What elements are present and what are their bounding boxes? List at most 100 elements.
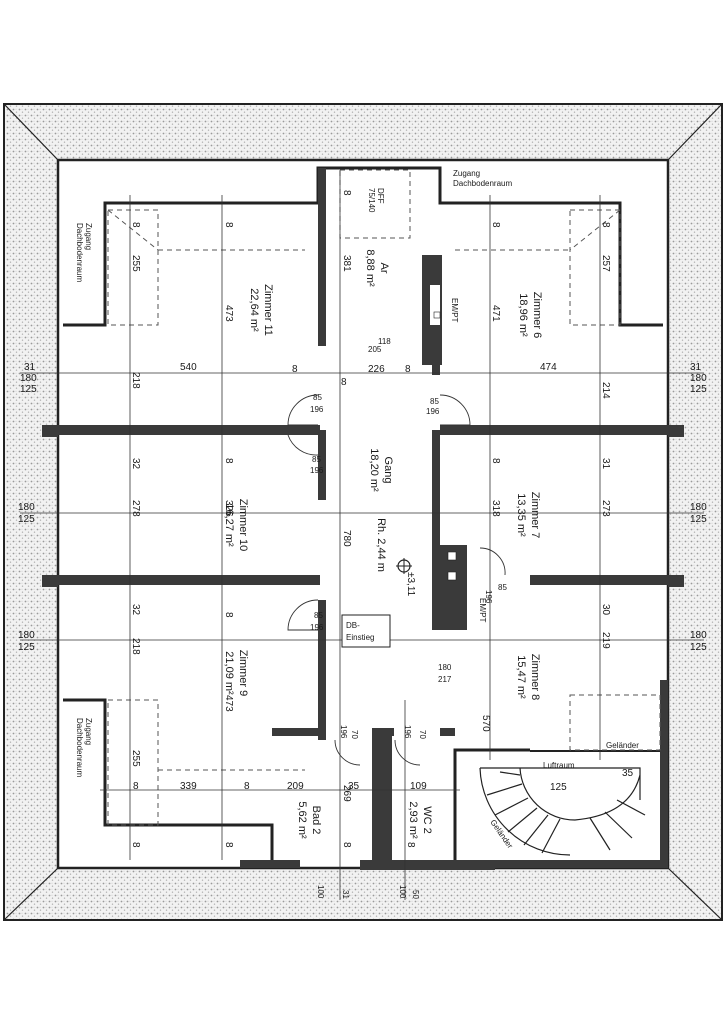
dim-180l3: 180 (18, 630, 35, 641)
dim-318: 318 (490, 500, 501, 517)
dim-570: 570 (480, 715, 491, 732)
room-zimmer7-area: 13,35 m² (515, 493, 527, 537)
label-zugang-left: Zugang (84, 223, 93, 250)
dim-31r: 31 (690, 362, 702, 373)
dim-219: 219 (600, 632, 611, 649)
label-dachbodenraum-top: Dachbodenraum (453, 179, 512, 188)
room-gang-rh: Rh. 2,44 m (375, 518, 387, 572)
dim-255b: 255 (130, 750, 141, 767)
dim-780: 780 (341, 530, 352, 547)
label-empt-1: EM/PT (450, 298, 459, 323)
room-zimmer8-name: Zimmer 8 (529, 654, 541, 700)
dim-35: 35 (348, 781, 360, 792)
dim-125b: 125 (550, 782, 567, 793)
dim-door196b: 196 (426, 407, 440, 416)
dim-473b: 473 (223, 695, 234, 712)
label-dachbodenraum-left2: Dachbodenraum (75, 718, 84, 777)
label-zugang-top: Zugang (453, 169, 480, 178)
dim-474: 474 (540, 362, 557, 373)
dim-540: 540 (180, 362, 197, 373)
label-luftraum: Luftraum (543, 761, 575, 770)
dim-31bot: 31 (341, 890, 350, 899)
dim-180c: 180 (438, 663, 452, 672)
dim-218b: 218 (130, 638, 141, 655)
room-zimmer11-area: 22,64 m² (248, 288, 260, 332)
dim-180r2: 180 (690, 502, 707, 513)
room-zimmer11-name: Zimmer 11 (262, 284, 274, 336)
dim-door85c: 85 (312, 455, 321, 464)
dim-35b: 35 (622, 768, 634, 779)
dim-8-11: 8 (341, 842, 352, 848)
dim-100a: 100 (316, 885, 325, 899)
dim-70b: 70 (418, 730, 427, 739)
dim-8a: 8 (292, 364, 298, 375)
label-dachbodenraum-left: Dachbodenraum (75, 223, 84, 282)
dim-8c: 8 (405, 364, 411, 375)
dim-118: 118 (378, 337, 391, 346)
dim-100b: 100 (398, 885, 407, 899)
horizontal-dims: 540 474 226 8 8 8 31 180 125 31 180 125 … (18, 337, 707, 899)
room-gang-area: 18,20 m² (368, 448, 380, 492)
room-bad2-area: 5,62 m² (296, 801, 308, 839)
dim-278: 278 (130, 500, 141, 517)
dim-473a: 473 (223, 305, 234, 322)
dim-326: 326 (223, 500, 234, 517)
dim-8d: 8 (133, 781, 139, 792)
label-einstieg: Einstieg (346, 633, 374, 642)
dim-226: 226 (368, 364, 385, 375)
dim-125r2: 125 (690, 514, 707, 525)
dim-door196a: 196 (310, 405, 324, 414)
dim-8-1: 8 (130, 222, 141, 228)
dim-471: 471 (490, 305, 501, 322)
vertical-dims: 255 473 381 471 257 218 214 32 278 326 7… (130, 190, 611, 848)
dim-217: 217 (438, 675, 452, 684)
room-zimmer6-name: Zimmer 6 (531, 292, 543, 338)
dim-255a: 255 (130, 255, 141, 272)
dim-269: 269 (341, 785, 352, 802)
dim-209: 209 (287, 781, 304, 792)
dim-50: 50 (411, 890, 420, 899)
dim-8-9: 8 (130, 842, 141, 848)
room-zimmer9-name: Zimmer 9 (237, 650, 249, 696)
dim-8-4: 8 (490, 222, 501, 228)
dim-door85a: 85 (313, 393, 322, 402)
floor-interior (56, 158, 670, 870)
dim-180l2: 180 (18, 502, 35, 513)
dim-8-12: 8 (405, 842, 416, 848)
dim-8-10: 8 (223, 842, 234, 848)
dim-70a: 70 (350, 730, 359, 739)
room-labels: Ar 8,88 m² Zimmer 11 22,64 m² Zimmer 6 1… (223, 249, 543, 839)
dim-32b: 32 (130, 604, 141, 616)
dim-door85d: 85 (314, 611, 323, 620)
dim-381: 381 (341, 255, 352, 272)
dim-214: 214 (600, 382, 611, 399)
dim-196f: 196 (339, 725, 348, 739)
doors (287, 394, 506, 766)
room-wc2-name: WC 2 (421, 806, 433, 834)
dim-8e: 8 (244, 781, 250, 792)
dim-125l2: 125 (18, 514, 35, 525)
dim-205: 205 (368, 345, 382, 354)
dim-30: 30 (600, 604, 611, 616)
db-einstieg-box (341, 614, 391, 648)
elevation-marker (396, 558, 412, 574)
room-bad2-name: Bad 2 (310, 806, 322, 835)
label-gelaender: Geländer (606, 741, 639, 750)
dim-8-5: 8 (600, 222, 611, 228)
dim-8b: 8 (341, 377, 347, 388)
label-dff-size: 75/140 (367, 188, 376, 213)
dim-125r: 125 (690, 384, 707, 395)
dim-8-6: 8 (223, 458, 234, 464)
dim-180r3: 180 (690, 630, 707, 641)
dim-257: 257 (600, 255, 611, 272)
spiral-staircase (479, 767, 646, 856)
room-wc2-area: 2,93 m² (407, 801, 419, 839)
dim-180r: 180 (690, 373, 707, 384)
dim-273: 273 (600, 500, 611, 517)
room-zimmer8-area: 15,47 m² (515, 655, 527, 699)
label-dff: DFF (376, 188, 385, 204)
dim-196g: 196 (403, 725, 412, 739)
dim-31l: 31 (24, 362, 36, 373)
dim-door85e: 85 (498, 583, 507, 592)
